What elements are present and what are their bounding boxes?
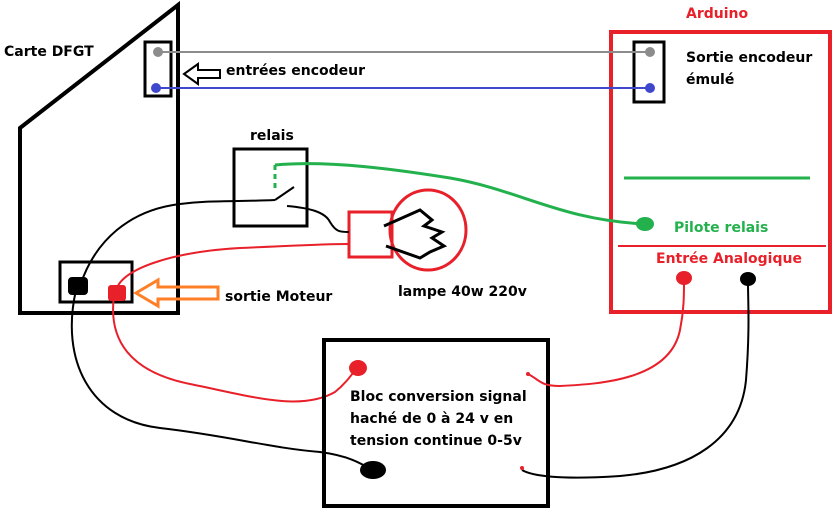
label-bloc-line-1: Bloc conversion signal bbox=[350, 389, 527, 405]
label-relais: relais bbox=[250, 128, 294, 144]
converter-out-red-dot bbox=[526, 372, 530, 376]
motor-pin-black bbox=[68, 277, 88, 295]
label-entree-analogique: Entrée Analogique bbox=[656, 251, 802, 267]
lamp-socket bbox=[347, 210, 394, 259]
motor-pin-red bbox=[108, 285, 126, 301]
black-motor-relay-wire bbox=[79, 199, 276, 287]
black-relay-lamp-wire bbox=[286, 205, 350, 233]
label-pilote-relais: Pilote relais bbox=[674, 220, 768, 236]
encoder-pin-blue-card bbox=[151, 83, 161, 93]
relay-switch-contact bbox=[274, 186, 295, 201]
card-motor-connector bbox=[58, 260, 134, 304]
black-motor-converter-wire bbox=[70, 289, 373, 471]
lamp-filament bbox=[383, 208, 448, 260]
card-encoder-connector bbox=[143, 40, 173, 98]
label-carte-dfgt: Carte DFGT bbox=[4, 44, 94, 60]
lamp-bulb bbox=[388, 188, 468, 272]
converter-out-red-dot-2 bbox=[520, 466, 524, 470]
label-lampe: lampe 40w 220v bbox=[398, 284, 527, 300]
arduino-encoder-connector bbox=[632, 40, 666, 104]
encoder-pin-gray-card bbox=[153, 47, 163, 57]
black-analog-wire bbox=[521, 283, 750, 479]
encoder-pin-blue-arduino bbox=[645, 83, 655, 93]
label-sortie-encodeur: Sortie encodeur bbox=[686, 50, 812, 66]
relay-box bbox=[232, 147, 309, 228]
converter-block bbox=[322, 338, 550, 508]
arduino-board-outline bbox=[609, 30, 832, 314]
red-motor-converter-wire bbox=[112, 295, 359, 403]
encoder-pin-gray-arduino bbox=[645, 47, 655, 57]
label-arduino: Arduino bbox=[686, 6, 748, 22]
converter-pin-black bbox=[360, 461, 386, 479]
label-bloc-line-2: haché de 0 à 24 v en bbox=[350, 411, 513, 427]
converter-pin-red bbox=[349, 360, 367, 376]
green-relay-pin bbox=[636, 217, 654, 231]
dfgt-card-outline bbox=[18, 0, 180, 315]
red-analog-wire bbox=[527, 281, 685, 388]
label-bloc-line-3: tension continue 0-5v bbox=[350, 433, 522, 449]
label-entrees-encodeur: entrées encodeur bbox=[226, 63, 365, 79]
arduino-analog-pin-red bbox=[676, 271, 692, 285]
motor-output-arrow bbox=[133, 277, 220, 309]
red-motor-lamp-wire bbox=[115, 243, 350, 293]
encoder-input-arrow bbox=[182, 62, 221, 86]
green-relay-wire bbox=[274, 162, 646, 226]
label-sortie-moteur: sortie Moteur bbox=[225, 289, 332, 305]
label-sortie-encodeur-emule: émulé bbox=[686, 72, 734, 88]
arduino-analog-pin-black bbox=[740, 272, 756, 286]
